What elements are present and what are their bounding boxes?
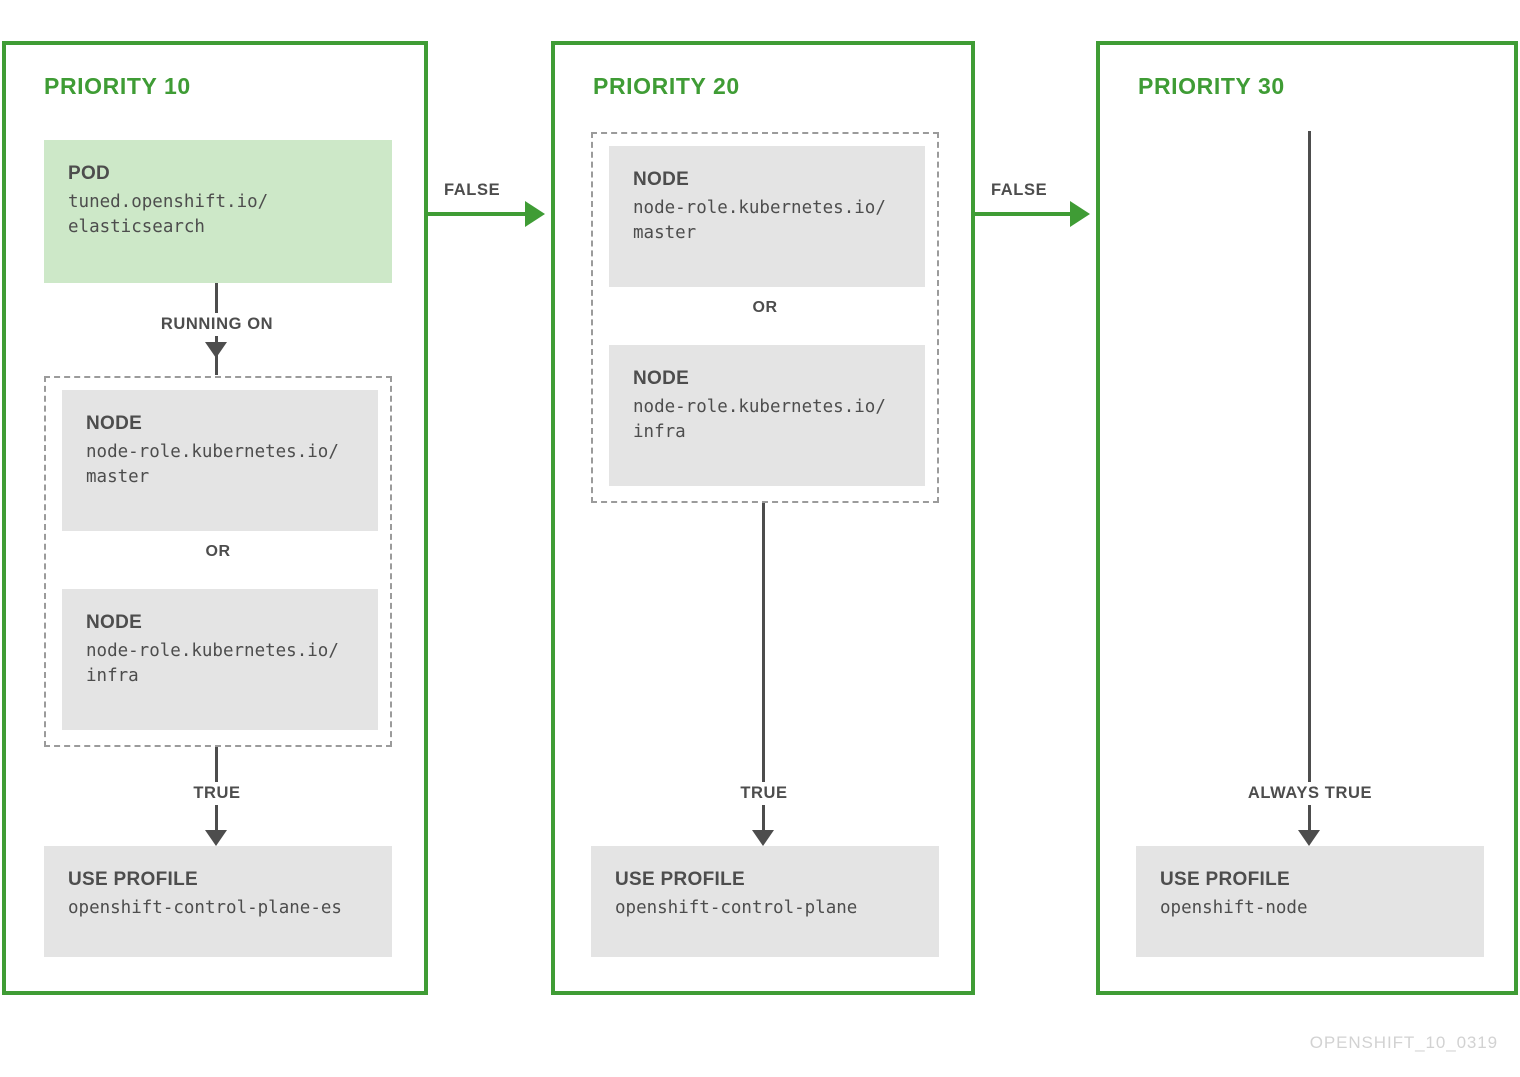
priority-10-column: PRIORITY 10 POD tuned.openshift.io/ elas… (2, 41, 428, 995)
false-arrow-1-head (525, 201, 545, 227)
node-card-title: NODE (86, 612, 143, 633)
always-true-connector-line (1308, 131, 1311, 842)
use-profile-value: openshift-control-plane (615, 897, 858, 918)
use-profile-title: USE PROFILE (615, 869, 745, 890)
priority-10-title: PRIORITY 10 (44, 73, 191, 99)
diagram-id-footer: OPENSHIFT_10_0319 (1309, 1033, 1498, 1052)
true-label: TRUE (185, 782, 249, 805)
use-profile-card: USE PROFILE openshift-control-plane (591, 846, 939, 957)
pod-card-title: POD (68, 163, 111, 184)
node-card-master: NODE node-role.kubernetes.io/ master (609, 146, 925, 287)
use-profile-card: USE PROFILE openshift-control-plane-es (44, 846, 392, 957)
true-label: TRUE (732, 782, 796, 805)
running-on-label: RUNNING ON (152, 313, 282, 336)
node-card-infra: NODE node-role.kubernetes.io/ infra (62, 589, 378, 730)
true-arrow-head (205, 830, 227, 846)
node-card-title: NODE (633, 368, 690, 389)
node-card-infra: NODE node-role.kubernetes.io/ infra (609, 345, 925, 486)
node-card-title: NODE (633, 169, 690, 190)
always-true-arrow-head (1298, 830, 1320, 846)
false-arrow-1-line (428, 212, 528, 216)
or-label: OR (752, 299, 778, 316)
use-profile-value: openshift-node (1160, 897, 1308, 918)
use-profile-title: USE PROFILE (68, 869, 198, 890)
priority-30-column: PRIORITY 30 ALWAYS TRUE USE PROFILE open… (1096, 41, 1518, 995)
use-profile-card: USE PROFILE openshift-node (1136, 846, 1484, 957)
node-match-group: NODE node-role.kubernetes.io/ master OR … (591, 132, 939, 503)
node-card-value: node-role.kubernetes.io/ infra (86, 640, 339, 686)
node-match-group: NODE node-role.kubernetes.io/ master OR … (44, 376, 392, 747)
node-card-master: NODE node-role.kubernetes.io/ master (62, 390, 378, 531)
or-label: OR (205, 543, 231, 560)
node-card-value: node-role.kubernetes.io/ master (633, 197, 886, 243)
use-profile-value: openshift-control-plane-es (68, 897, 342, 918)
running-on-arrow-head (205, 342, 227, 358)
false-arrow-2-label: FALSE (991, 181, 1048, 199)
true-arrow-head (752, 830, 774, 846)
priority-30-title: PRIORITY 30 (1138, 73, 1285, 99)
always-true-label: ALWAYS TRUE (1239, 782, 1381, 805)
priority-20-title: PRIORITY 20 (593, 73, 740, 99)
false-arrow-2-line (975, 212, 1073, 216)
priority-20-column: PRIORITY 20 NODE node-role.kubernetes.io… (551, 41, 975, 995)
node-card-value: node-role.kubernetes.io/ master (86, 441, 339, 487)
pod-card: POD tuned.openshift.io/ elasticsearch (44, 140, 392, 283)
node-card-value: node-role.kubernetes.io/ infra (633, 396, 886, 442)
pod-card-value: tuned.openshift.io/ elasticsearch (68, 191, 269, 237)
node-card-title: NODE (86, 413, 143, 434)
true-connector-line (762, 503, 765, 842)
use-profile-title: USE PROFILE (1160, 869, 1290, 890)
false-arrow-1-label: FALSE (444, 181, 501, 199)
false-arrow-2-head (1070, 201, 1090, 227)
